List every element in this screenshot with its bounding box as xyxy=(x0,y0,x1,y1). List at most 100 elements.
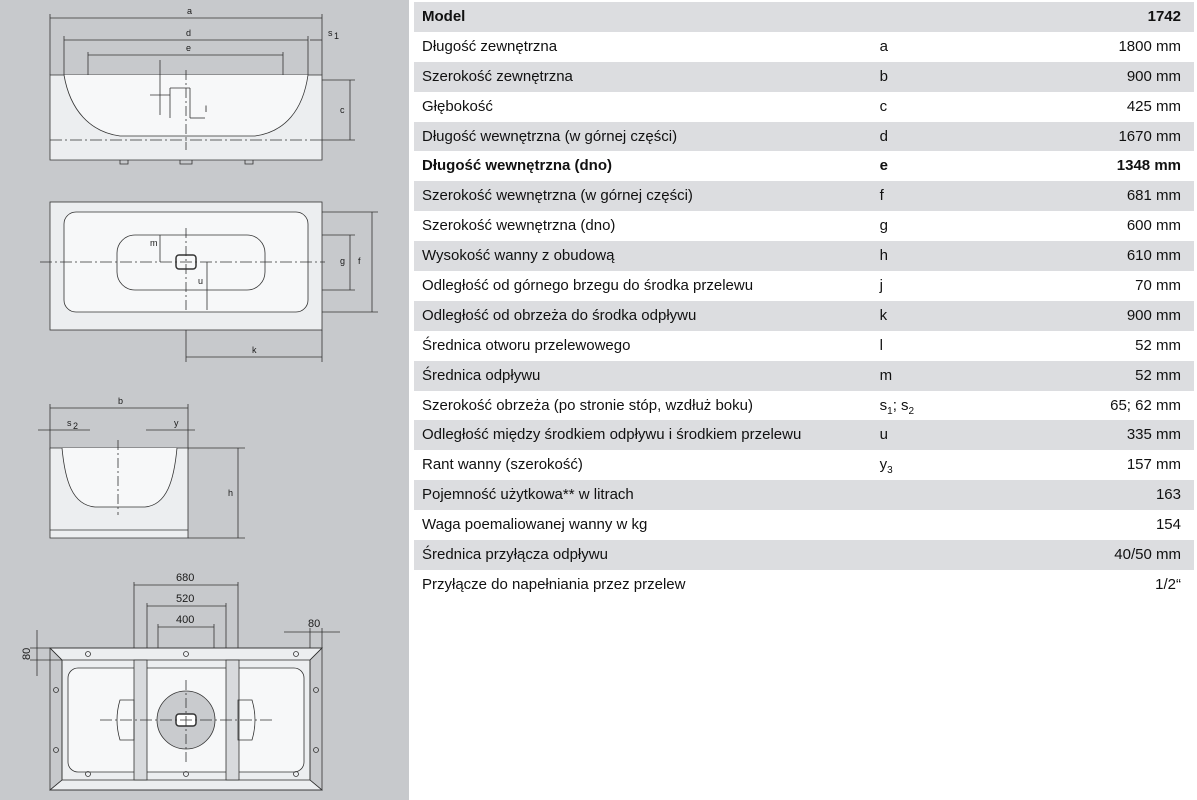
top-plan-view xyxy=(40,201,378,362)
row-code-subscript: 1 xyxy=(887,405,893,417)
side-elevation-view xyxy=(49,14,355,165)
row-code: j xyxy=(879,276,883,294)
table-row: Waga poemaliowanej wanny w kg 154 xyxy=(414,510,1194,540)
dim-label-s2-sub: 2 xyxy=(73,421,78,431)
row-code-subscript: 2 xyxy=(908,405,915,417)
row-code: y3 xyxy=(872,450,1088,480)
table-header-row: Model 1742 xyxy=(414,2,1194,32)
dim-label-c: c xyxy=(340,105,345,115)
table-row: Średnica przyłącza odpływu 40/50 mm xyxy=(414,540,1194,570)
table-row: Szerokość obrzeża (po stronie stóp, wzdł… xyxy=(414,391,1194,421)
row-code: k xyxy=(871,300,1088,331)
row-code xyxy=(871,540,1088,570)
row-code-part: y xyxy=(879,456,888,474)
row-label: Średnica przyłącza odpływu xyxy=(414,540,872,570)
row-label: Pojemność użytkowa** w litrach xyxy=(414,480,872,511)
dim-label-m: m xyxy=(150,238,158,248)
dim-label-b: b xyxy=(118,396,123,406)
header-code xyxy=(871,2,1088,32)
row-code-subscript: 3 xyxy=(887,465,893,477)
row-value: 1670 mm xyxy=(1087,121,1194,152)
dim-label-80-left: 80 xyxy=(21,648,33,660)
row-label: Rant wanny (szerokość) xyxy=(422,456,583,474)
row-code xyxy=(872,510,1088,540)
row-value: 157 mm xyxy=(1126,456,1181,474)
row-label: Długość wewnętrzna (dno) xyxy=(422,157,613,175)
row-value: 1/2“ xyxy=(1155,575,1181,593)
row-value: 40/50 mm xyxy=(1087,540,1194,570)
row-code: e xyxy=(879,157,888,175)
table-row: Przyłącze do napełniania przez przelew 1/… xyxy=(414,570,1194,600)
dim-label-l: l xyxy=(205,104,207,114)
row-label: Szerokość obrzeża (po stronie stóp, wzdł… xyxy=(422,396,753,414)
row-value: 52 mm xyxy=(1087,360,1194,391)
row-code: u xyxy=(871,420,1088,451)
row-value: 600 mm xyxy=(1126,217,1181,235)
row-label: Odległość między środkiem odpływu i środ… xyxy=(414,420,872,451)
row-label: Długość wewnętrzna (w górnej części) xyxy=(414,121,872,152)
row-label: Waga poemaliowanej wanny w kg xyxy=(422,516,648,534)
row-code: b xyxy=(871,61,1088,92)
row-label: Średnica otworu przelewowego xyxy=(422,336,631,354)
row-label: Szerokość zewnętrzna xyxy=(414,61,872,92)
row-code xyxy=(871,480,1088,511)
technical-drawing-panel: a d e s 1 l c m g f u k b s 2 y h 680 52… xyxy=(0,0,409,800)
header-label: Model xyxy=(414,2,872,32)
row-label: Szerokość wewnętrzna (dno) xyxy=(422,217,616,235)
end-elevation-view xyxy=(38,404,245,539)
row-value: 610 mm xyxy=(1087,241,1194,272)
row-value: 65; 62 mm xyxy=(1110,396,1181,414)
row-code: s1; s2 xyxy=(872,391,1088,421)
row-value: 154 xyxy=(1155,516,1181,534)
dim-label-s2: s xyxy=(67,418,72,428)
row-code: h xyxy=(871,241,1088,272)
row-label: Przyłącze do napełniania przez przelew xyxy=(422,575,686,593)
row-label: Średnica odpływu xyxy=(414,360,872,391)
dim-label-520: 520 xyxy=(176,593,194,605)
table-row: Szerokość wewnętrzna (dno) g 600 mm xyxy=(414,211,1194,241)
row-code: g xyxy=(879,217,888,235)
dim-label-g: g xyxy=(340,256,345,266)
row-value: 70 mm xyxy=(1135,276,1181,294)
table-row: Rant wanny (szerokość) y3 157 mm xyxy=(414,450,1194,480)
row-value: 52 mm xyxy=(1135,336,1181,354)
dim-label-y: y xyxy=(174,418,179,428)
row-label: Odległość od górnego brzegu do środka pr… xyxy=(422,276,754,294)
technical-drawing: a d e s 1 l c m g f u k b s 2 y h 680 52… xyxy=(21,6,378,791)
dim-label-d: d xyxy=(186,28,191,38)
dim-label-a: a xyxy=(187,6,192,16)
row-value: 335 mm xyxy=(1087,420,1194,451)
row-code-part: s xyxy=(879,396,888,414)
dim-label-u: u xyxy=(198,276,203,286)
dim-label-s1: s xyxy=(328,28,333,38)
dim-label-80-top: 80 xyxy=(308,618,320,630)
dim-label-h: h xyxy=(228,488,233,498)
row-code: c xyxy=(879,97,888,115)
row-label: Głębokość xyxy=(422,97,493,115)
row-label: Długość zewnętrzna xyxy=(422,37,558,55)
table-row: Odległość między środkiem odpływu i środ… xyxy=(414,420,1194,451)
row-code: d xyxy=(871,121,1088,152)
row-value: 681 mm xyxy=(1087,181,1194,212)
dim-label-s1-sub: 1 xyxy=(334,31,339,41)
row-label: Szerokość wewnętrzna (w górnej części) xyxy=(414,181,872,212)
table-row: Odległość od górnego brzegu do środka pr… xyxy=(414,271,1194,301)
row-code xyxy=(872,570,1088,600)
dim-label-k: k xyxy=(252,345,257,355)
dim-label-f: f xyxy=(358,256,361,266)
dim-label-400: 400 xyxy=(176,614,194,626)
dim-label-e: e xyxy=(186,43,191,53)
